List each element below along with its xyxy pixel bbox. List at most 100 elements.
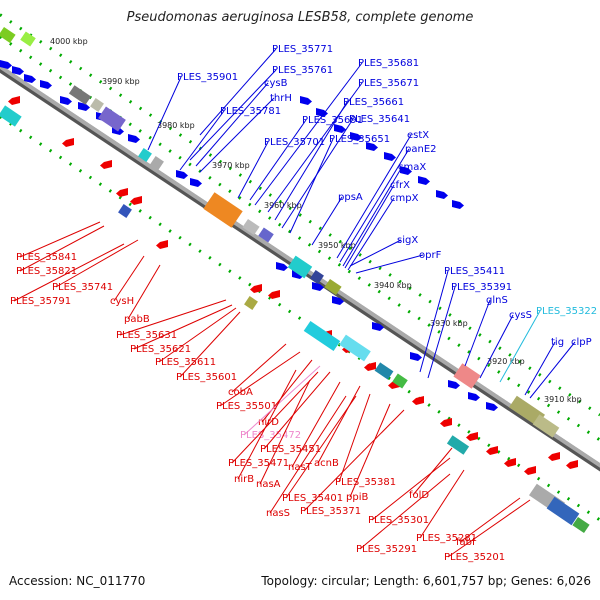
label-connector bbox=[459, 497, 521, 543]
tick-label: 3970 kbp bbox=[212, 161, 250, 170]
forward-gene bbox=[468, 392, 480, 401]
feature-block bbox=[453, 363, 481, 389]
label-connector bbox=[464, 299, 491, 367]
forward-gene bbox=[486, 402, 498, 411]
reverse-gene bbox=[364, 362, 376, 371]
forward-gene bbox=[448, 380, 460, 389]
forward-gene bbox=[316, 108, 328, 117]
gene-label: thrH bbox=[270, 93, 292, 104]
feature-block bbox=[203, 192, 243, 228]
feature-block bbox=[242, 218, 260, 236]
gene-label: PLES_35611 bbox=[155, 357, 216, 368]
topology-summary: Topology: circular; Length: 6,601,757 bp… bbox=[261, 574, 591, 588]
forward-gene bbox=[350, 132, 362, 141]
gene-label: PLES_35821 bbox=[16, 266, 77, 277]
label-connector bbox=[267, 82, 363, 213]
label-connector bbox=[285, 395, 357, 499]
label-connector bbox=[499, 310, 541, 383]
reverse-gene bbox=[130, 196, 142, 205]
gene-label: tig bbox=[551, 337, 564, 348]
label-connector bbox=[133, 304, 233, 350]
feature-block bbox=[546, 496, 580, 526]
label-connector bbox=[189, 69, 277, 161]
gene-label: PLES_35661 bbox=[343, 97, 404, 108]
reverse-gene bbox=[8, 96, 20, 105]
feature-block bbox=[374, 362, 394, 380]
gene-label: nasA bbox=[256, 479, 281, 490]
feature-block bbox=[446, 435, 470, 455]
gene-label: sigX bbox=[397, 235, 418, 246]
reverse-gene bbox=[100, 160, 112, 169]
label-connector bbox=[113, 255, 145, 302]
gene-label: PLES_35371 bbox=[300, 506, 361, 517]
reverse-gene bbox=[466, 432, 478, 441]
gene-label: glnS bbox=[486, 295, 508, 306]
label-connector bbox=[359, 473, 451, 550]
label-connector bbox=[13, 243, 125, 302]
gene-label: panE2 bbox=[405, 144, 437, 155]
feature-block bbox=[392, 373, 408, 389]
label-connector bbox=[19, 221, 101, 258]
forward-gene bbox=[384, 152, 396, 161]
reverse-gene bbox=[566, 460, 578, 469]
label-connector bbox=[237, 141, 269, 199]
label-connector bbox=[269, 395, 347, 514]
label-connector bbox=[447, 499, 531, 558]
feature-block bbox=[287, 255, 313, 279]
label-connector bbox=[342, 166, 403, 267]
forward-gene bbox=[334, 124, 346, 133]
forward-gene bbox=[300, 96, 312, 105]
forward-gene bbox=[366, 142, 378, 151]
gene-label: folD bbox=[409, 490, 429, 501]
gene-label: PLES_35401 bbox=[282, 493, 343, 504]
gene-label: nasT bbox=[288, 462, 313, 473]
gene-label: PLES_35291 bbox=[356, 544, 417, 555]
gene-label: PLES_35601 bbox=[176, 372, 237, 383]
gene-label: cysS bbox=[509, 310, 532, 321]
label-connector bbox=[119, 299, 227, 336]
label-connector bbox=[199, 97, 275, 173]
tick-label: 3950 kbp bbox=[318, 241, 356, 250]
gene-label: PLES_35281 bbox=[416, 533, 477, 544]
feature-block bbox=[532, 414, 560, 438]
label-connector bbox=[199, 48, 277, 136]
tick-label: 3990 kbp bbox=[102, 77, 140, 86]
gene-label: PLES_35472 bbox=[240, 430, 301, 441]
forward-gene bbox=[312, 282, 324, 291]
gene-label: estX bbox=[407, 130, 429, 141]
label-connector bbox=[338, 393, 371, 483]
map-title: Pseudomonas aeruginosa LESB58, complete … bbox=[126, 10, 474, 25]
feature-block bbox=[244, 296, 258, 310]
label-connector bbox=[147, 76, 182, 151]
tick-label: 3960 kbp bbox=[264, 201, 302, 210]
forward-gene bbox=[332, 296, 344, 305]
gene-label: ppsA bbox=[338, 192, 363, 203]
reverse-gene bbox=[524, 466, 536, 475]
label-connector bbox=[249, 119, 307, 201]
label-connector bbox=[291, 381, 341, 468]
gene-label: PLES_35901 bbox=[177, 72, 238, 83]
gene-label: PLES_35631 bbox=[116, 330, 177, 341]
feature-block bbox=[98, 106, 126, 132]
gene-label: PLES_35771 bbox=[272, 44, 333, 55]
gene-label: PLES_35671 bbox=[358, 78, 419, 89]
gene-label: PLES_35451 bbox=[260, 444, 321, 455]
gene-label: cfrX bbox=[390, 180, 410, 191]
label-connector bbox=[303, 409, 405, 512]
gene-label: cysB bbox=[264, 78, 288, 89]
gene-label: PLES_35651 bbox=[329, 134, 390, 145]
forward-gene bbox=[452, 200, 464, 209]
gene-label: PLES_35681 bbox=[358, 58, 419, 69]
gene-label: cysH bbox=[110, 296, 134, 307]
feature-block bbox=[572, 516, 590, 534]
label-connector bbox=[347, 197, 395, 271]
reverse-gene bbox=[116, 188, 128, 197]
label-connector bbox=[311, 196, 343, 246]
label-connector bbox=[524, 341, 556, 396]
gene-label: fabI bbox=[456, 537, 475, 548]
feature-block bbox=[118, 204, 132, 218]
label-connector bbox=[355, 254, 424, 274]
forward-gene bbox=[436, 190, 448, 199]
mid-tick-ring bbox=[0, 34, 600, 442]
feature-block bbox=[138, 148, 152, 162]
